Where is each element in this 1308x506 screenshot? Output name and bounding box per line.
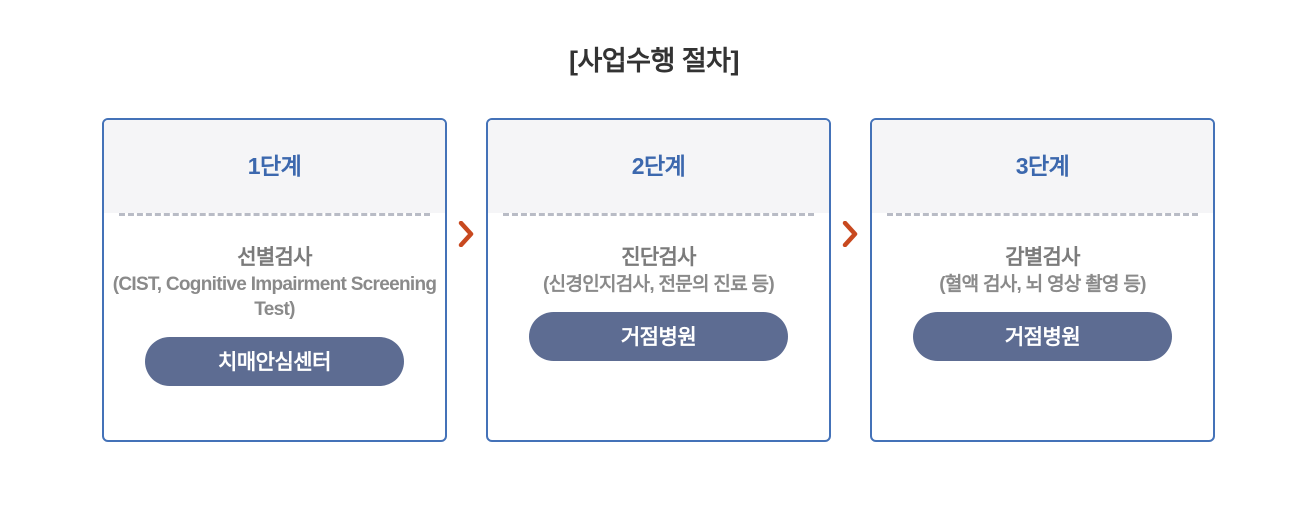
step-card-3-pill[interactable]: 거점병원 <box>913 311 1172 361</box>
step-card-3-main-text: 감별검사 <box>1005 246 1080 269</box>
page-title: [사업수행 절차] <box>568 46 740 76</box>
process-flow-row: 1단계 선별검사 (CIST, Cognitive Impairment Scr… <box>102 118 1215 442</box>
step-card-1-header: 1단계 <box>104 120 445 213</box>
step-card-1-pill[interactable]: 치매안심센터 <box>145 336 404 386</box>
step-card-3-divider <box>887 213 1198 216</box>
step-card-1-step-label: 1단계 <box>247 153 302 179</box>
step-card-2-body: 진단검사 (신경인지검사, 전문의 진료 등) 거점병원 <box>488 216 829 440</box>
step-card-1: 1단계 선별검사 (CIST, Cognitive Impairment Scr… <box>102 118 447 442</box>
step-card-2-sub-text: (신경인지검사, 전문의 진료 등) <box>543 274 775 296</box>
step-card-3-body: 감별검사 (혈액 검사, 뇌 영상 촬영 등) 거점병원 <box>872 216 1213 440</box>
step-card-2-step-label: 2단계 <box>631 153 686 179</box>
step-card-3-header: 3단계 <box>872 120 1213 213</box>
step-card-1-main-text: 선별검사 <box>237 246 312 269</box>
step-card-3-sub-text: (혈액 검사, 뇌 영상 촬영 등) <box>939 274 1146 296</box>
step-card-2: 2단계 진단검사 (신경인지검사, 전문의 진료 등) 거점병원 <box>486 118 831 442</box>
step-card-2-pill[interactable]: 거점병원 <box>529 311 788 361</box>
step-card-3: 3단계 감별검사 (혈액 검사, 뇌 영상 촬영 등) 거점병원 <box>870 118 1215 442</box>
step-card-1-divider <box>119 213 430 216</box>
step-card-2-divider <box>503 213 814 216</box>
step-card-1-body: 선별검사 (CIST, Cognitive Impairment Screeni… <box>104 216 445 440</box>
flow-arrow-2 <box>831 118 870 442</box>
flow-arrow-1 <box>447 118 486 442</box>
step-card-3-step-label: 3단계 <box>1015 153 1070 179</box>
chevron-right-icon <box>458 221 475 247</box>
step-card-1-sub-text: (CIST, Cognitive Impairment Screening Te… <box>112 274 437 320</box>
step-card-2-main-text: 진단검사 <box>621 246 696 269</box>
chevron-right-icon <box>842 221 859 247</box>
step-card-2-header: 2단계 <box>488 120 829 213</box>
